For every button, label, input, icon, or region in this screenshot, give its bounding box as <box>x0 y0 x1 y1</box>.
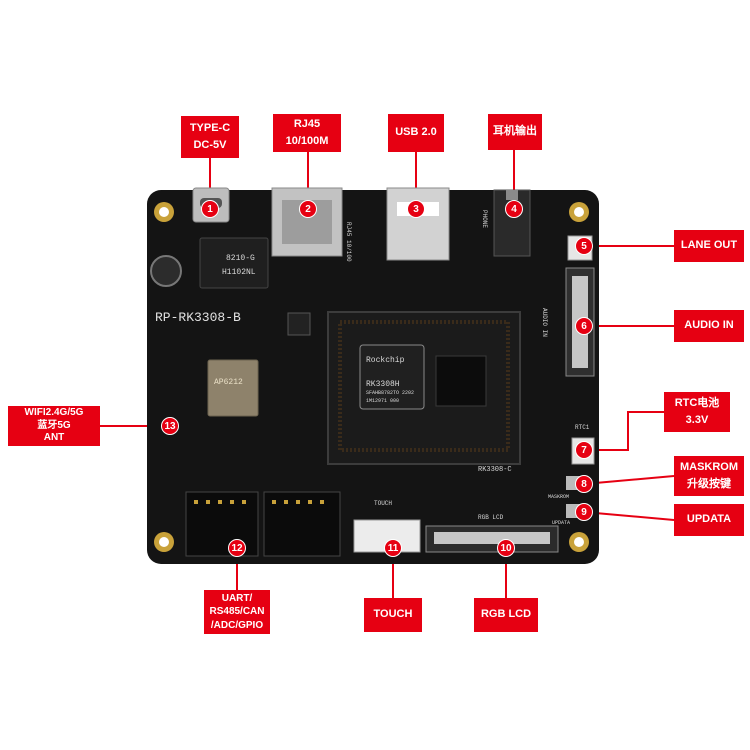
badge-13: 13 <box>161 417 179 435</box>
usb-connector <box>386 187 450 261</box>
callout-1-line-1: TYPE-C <box>189 121 231 134</box>
touch-silk: TOUCH <box>374 500 393 507</box>
badge-6: 6 <box>575 317 593 335</box>
mounting-holes <box>154 202 589 552</box>
badge-8: 8 <box>575 475 593 493</box>
phone-silk: PHONE <box>481 210 488 229</box>
callout-13-line-1: WIFI2.4G/5G <box>24 407 84 419</box>
small-chip <box>287 312 311 336</box>
net-chip-label: H1102NL <box>222 268 256 277</box>
soc-chip <box>359 344 425 410</box>
badge-12: 12 <box>228 539 246 557</box>
headphone-jack-opening <box>506 190 518 200</box>
core-module-pads <box>338 320 510 452</box>
callout-6-line-1: AUDIO IN <box>684 319 734 332</box>
callout-13-line-3: ANT <box>43 432 65 444</box>
update-silk: UPDATA <box>552 520 571 526</box>
callout-7-line-1: RTC电池 <box>674 396 720 409</box>
callout-5: LANE OUT <box>674 230 744 262</box>
callout-5-line-1: LANE OUT <box>680 239 738 252</box>
memory-chip <box>435 355 487 407</box>
callout-1: TYPE-C DC-5V <box>181 116 239 158</box>
capacitor <box>150 255 182 287</box>
gpio-pins <box>194 500 324 504</box>
callout-12-line-1: UART/ <box>221 592 253 604</box>
callout-12-line-2: RS485/CAN <box>209 606 265 618</box>
callout-8-line-1: MASKROM <box>679 460 739 473</box>
badge-3: 3 <box>407 200 425 218</box>
callout-2-line-1: RJ45 <box>293 117 321 130</box>
callout-8-line-2: 升级按键 <box>687 478 731 490</box>
callout-12-line-3: /ADC/GPIO <box>210 619 264 631</box>
callout-3-line-1: USB 2.0 <box>395 126 437 139</box>
network-chip <box>199 237 269 289</box>
callout-11: TOUCH <box>364 598 422 632</box>
callout-8: MASKROM 升级按键 <box>674 456 744 496</box>
soc-name-label: RK3308H <box>366 380 400 389</box>
badge-7: 7 <box>575 441 593 459</box>
badge-4: 4 <box>505 200 523 218</box>
board-model: RP-RK3308-B <box>155 310 241 325</box>
leader-line-7 <box>584 411 664 451</box>
soc-code2-label: 1M12971 000 <box>366 398 400 404</box>
callout-11-line-1: TOUCH <box>373 608 413 621</box>
callout-13-line-2: 蓝牙5G <box>37 419 71 431</box>
net-chip2-label: 8210-G <box>226 254 255 263</box>
audio-in-silk: AUDIO IN <box>541 308 548 337</box>
core-module-label: RK3308-C <box>478 466 512 474</box>
callout-4: 耳机输出 <box>488 114 542 150</box>
callout-2: RJ45 10/100M <box>273 114 341 152</box>
callout-7-line-2: 3.3V <box>685 414 709 426</box>
rgb-lcd-silk: RGB LCD <box>478 514 504 521</box>
badge-11: 11 <box>384 539 402 557</box>
callout-9: UPDATA <box>674 504 744 536</box>
callout-10-line-1: RGB LCD <box>480 608 532 621</box>
callout-13: WIFI2.4G/5G 蓝牙5G ANT <box>8 406 100 446</box>
soc-brand-label: Rockchip <box>366 356 405 365</box>
callout-6: AUDIO IN <box>674 310 744 342</box>
callout-9-line-1: UPDATA <box>686 513 732 526</box>
badge-5: 5 <box>575 237 593 255</box>
badge-2: 2 <box>299 200 317 218</box>
callout-1-line-2: DC-5V <box>193 139 227 151</box>
callout-7: RTC电池 3.3V <box>664 392 730 432</box>
badge-1: 1 <box>201 200 219 218</box>
callout-12: UART/ RS485/CAN /ADC/GPIO <box>204 590 270 634</box>
soc-code1-label: SFAHB8782TO 2202 <box>366 390 415 396</box>
callout-10: RGB LCD <box>474 598 538 632</box>
rgb-lcd-contacts <box>434 532 550 544</box>
rj45-silk: RJ45 10/100 <box>345 222 352 262</box>
callout-2-line-2: 10/100M <box>285 135 329 147</box>
badge-9: 9 <box>575 503 593 521</box>
badge-10: 10 <box>497 539 515 557</box>
maskrom-silk: MASKROM <box>548 494 570 500</box>
gpio-header-right <box>263 491 341 557</box>
callout-3: USB 2.0 <box>388 114 444 152</box>
rtc-silk: RTC1 <box>575 424 590 431</box>
wifi-chip-label: AP6212 <box>214 378 243 387</box>
wifi-module <box>207 359 259 417</box>
callout-4-line-1: 耳机输出 <box>493 125 537 138</box>
